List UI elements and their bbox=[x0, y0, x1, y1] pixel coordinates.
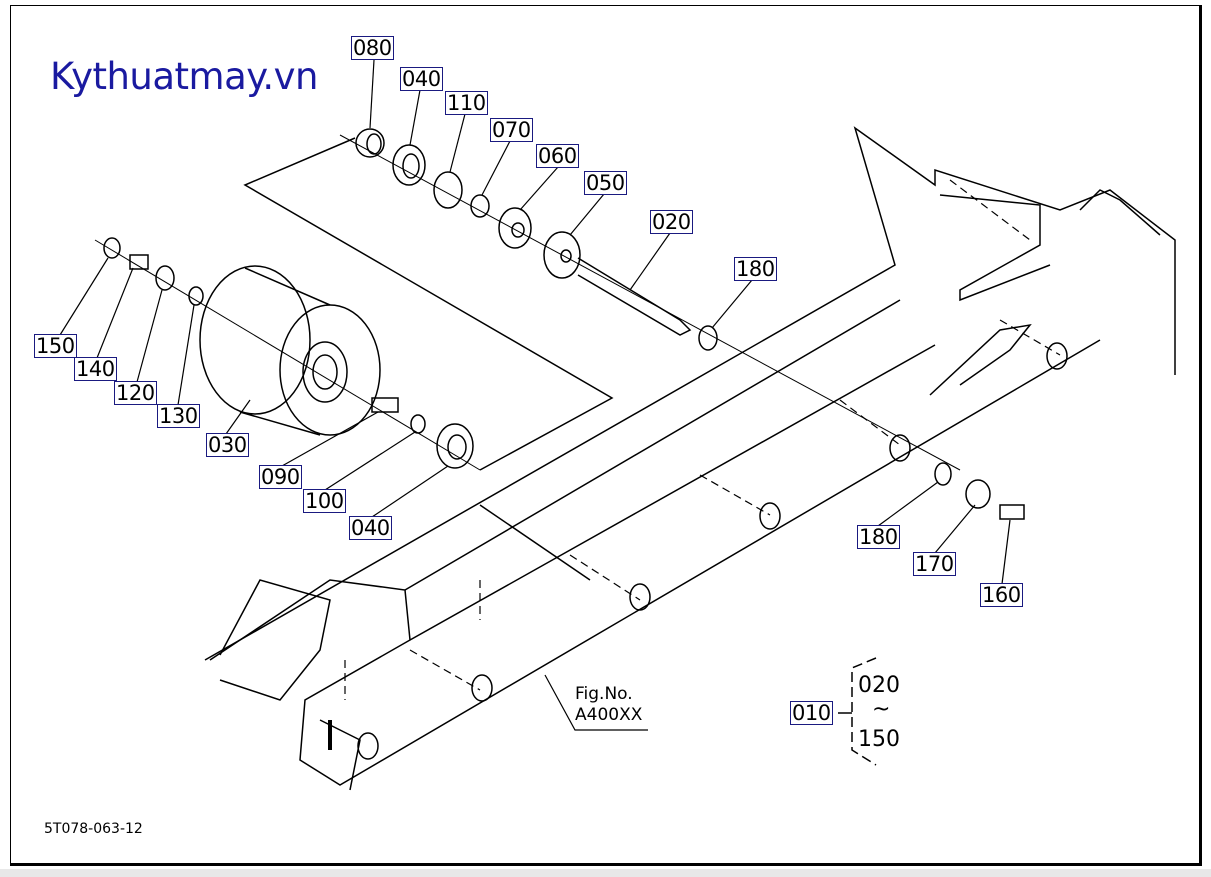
callout-180[interactable]: 180 bbox=[734, 257, 777, 281]
callout-140[interactable]: 140 bbox=[74, 357, 117, 381]
callout-030[interactable]: 030 bbox=[206, 433, 249, 457]
figure-label: Fig.No. bbox=[575, 684, 633, 704]
callout-010[interactable]: 010 bbox=[790, 701, 833, 725]
assembly-range-from: 020 bbox=[858, 673, 900, 698]
figure-reference: Fig.No. A400XX bbox=[575, 684, 642, 726]
assembly-bracket bbox=[851, 657, 877, 766]
callout-150[interactable]: 150 bbox=[34, 334, 77, 358]
callout-070[interactable]: 070 bbox=[490, 118, 533, 142]
assembly-range-to: 150 bbox=[858, 727, 900, 752]
callout-120[interactable]: 120 bbox=[114, 381, 157, 405]
track-frame bbox=[204, 126, 1176, 791]
callout-160[interactable]: 160 bbox=[980, 583, 1023, 607]
callout-050[interactable]: 050 bbox=[584, 171, 627, 195]
callout-090[interactable]: 090 bbox=[259, 465, 302, 489]
bottom-edge bbox=[0, 869, 1211, 877]
brand-watermark: Kythuatmay.vn bbox=[50, 55, 319, 98]
callout-080[interactable]: 080 bbox=[351, 36, 394, 60]
callout-110[interactable]: 110 bbox=[445, 91, 488, 115]
reference-plane bbox=[243, 137, 614, 581]
dashed-hidden-lines bbox=[344, 179, 1061, 700]
diagram-frame bbox=[10, 5, 1202, 866]
callout-060[interactable]: 060 bbox=[536, 144, 579, 168]
callout-130[interactable]: 130 bbox=[157, 404, 200, 428]
assembly-range-sep: ~ bbox=[872, 697, 891, 722]
callout-020[interactable]: 020 bbox=[650, 210, 693, 234]
diagram-code: 5T078-063-12 bbox=[44, 821, 143, 837]
callout-040-lower[interactable]: 040 bbox=[349, 516, 392, 540]
leader-lines bbox=[59, 59, 1011, 731]
frame-bushings bbox=[357, 342, 1068, 760]
figure-number: A400XX bbox=[575, 705, 643, 725]
callout-180-lower[interactable]: 180 bbox=[857, 525, 900, 549]
callout-170[interactable]: 170 bbox=[913, 552, 956, 576]
callout-100[interactable]: 100 bbox=[303, 489, 346, 513]
callout-040[interactable]: 040 bbox=[400, 67, 443, 91]
axis-line-lower bbox=[94, 239, 481, 471]
parts bbox=[103, 128, 1025, 520]
